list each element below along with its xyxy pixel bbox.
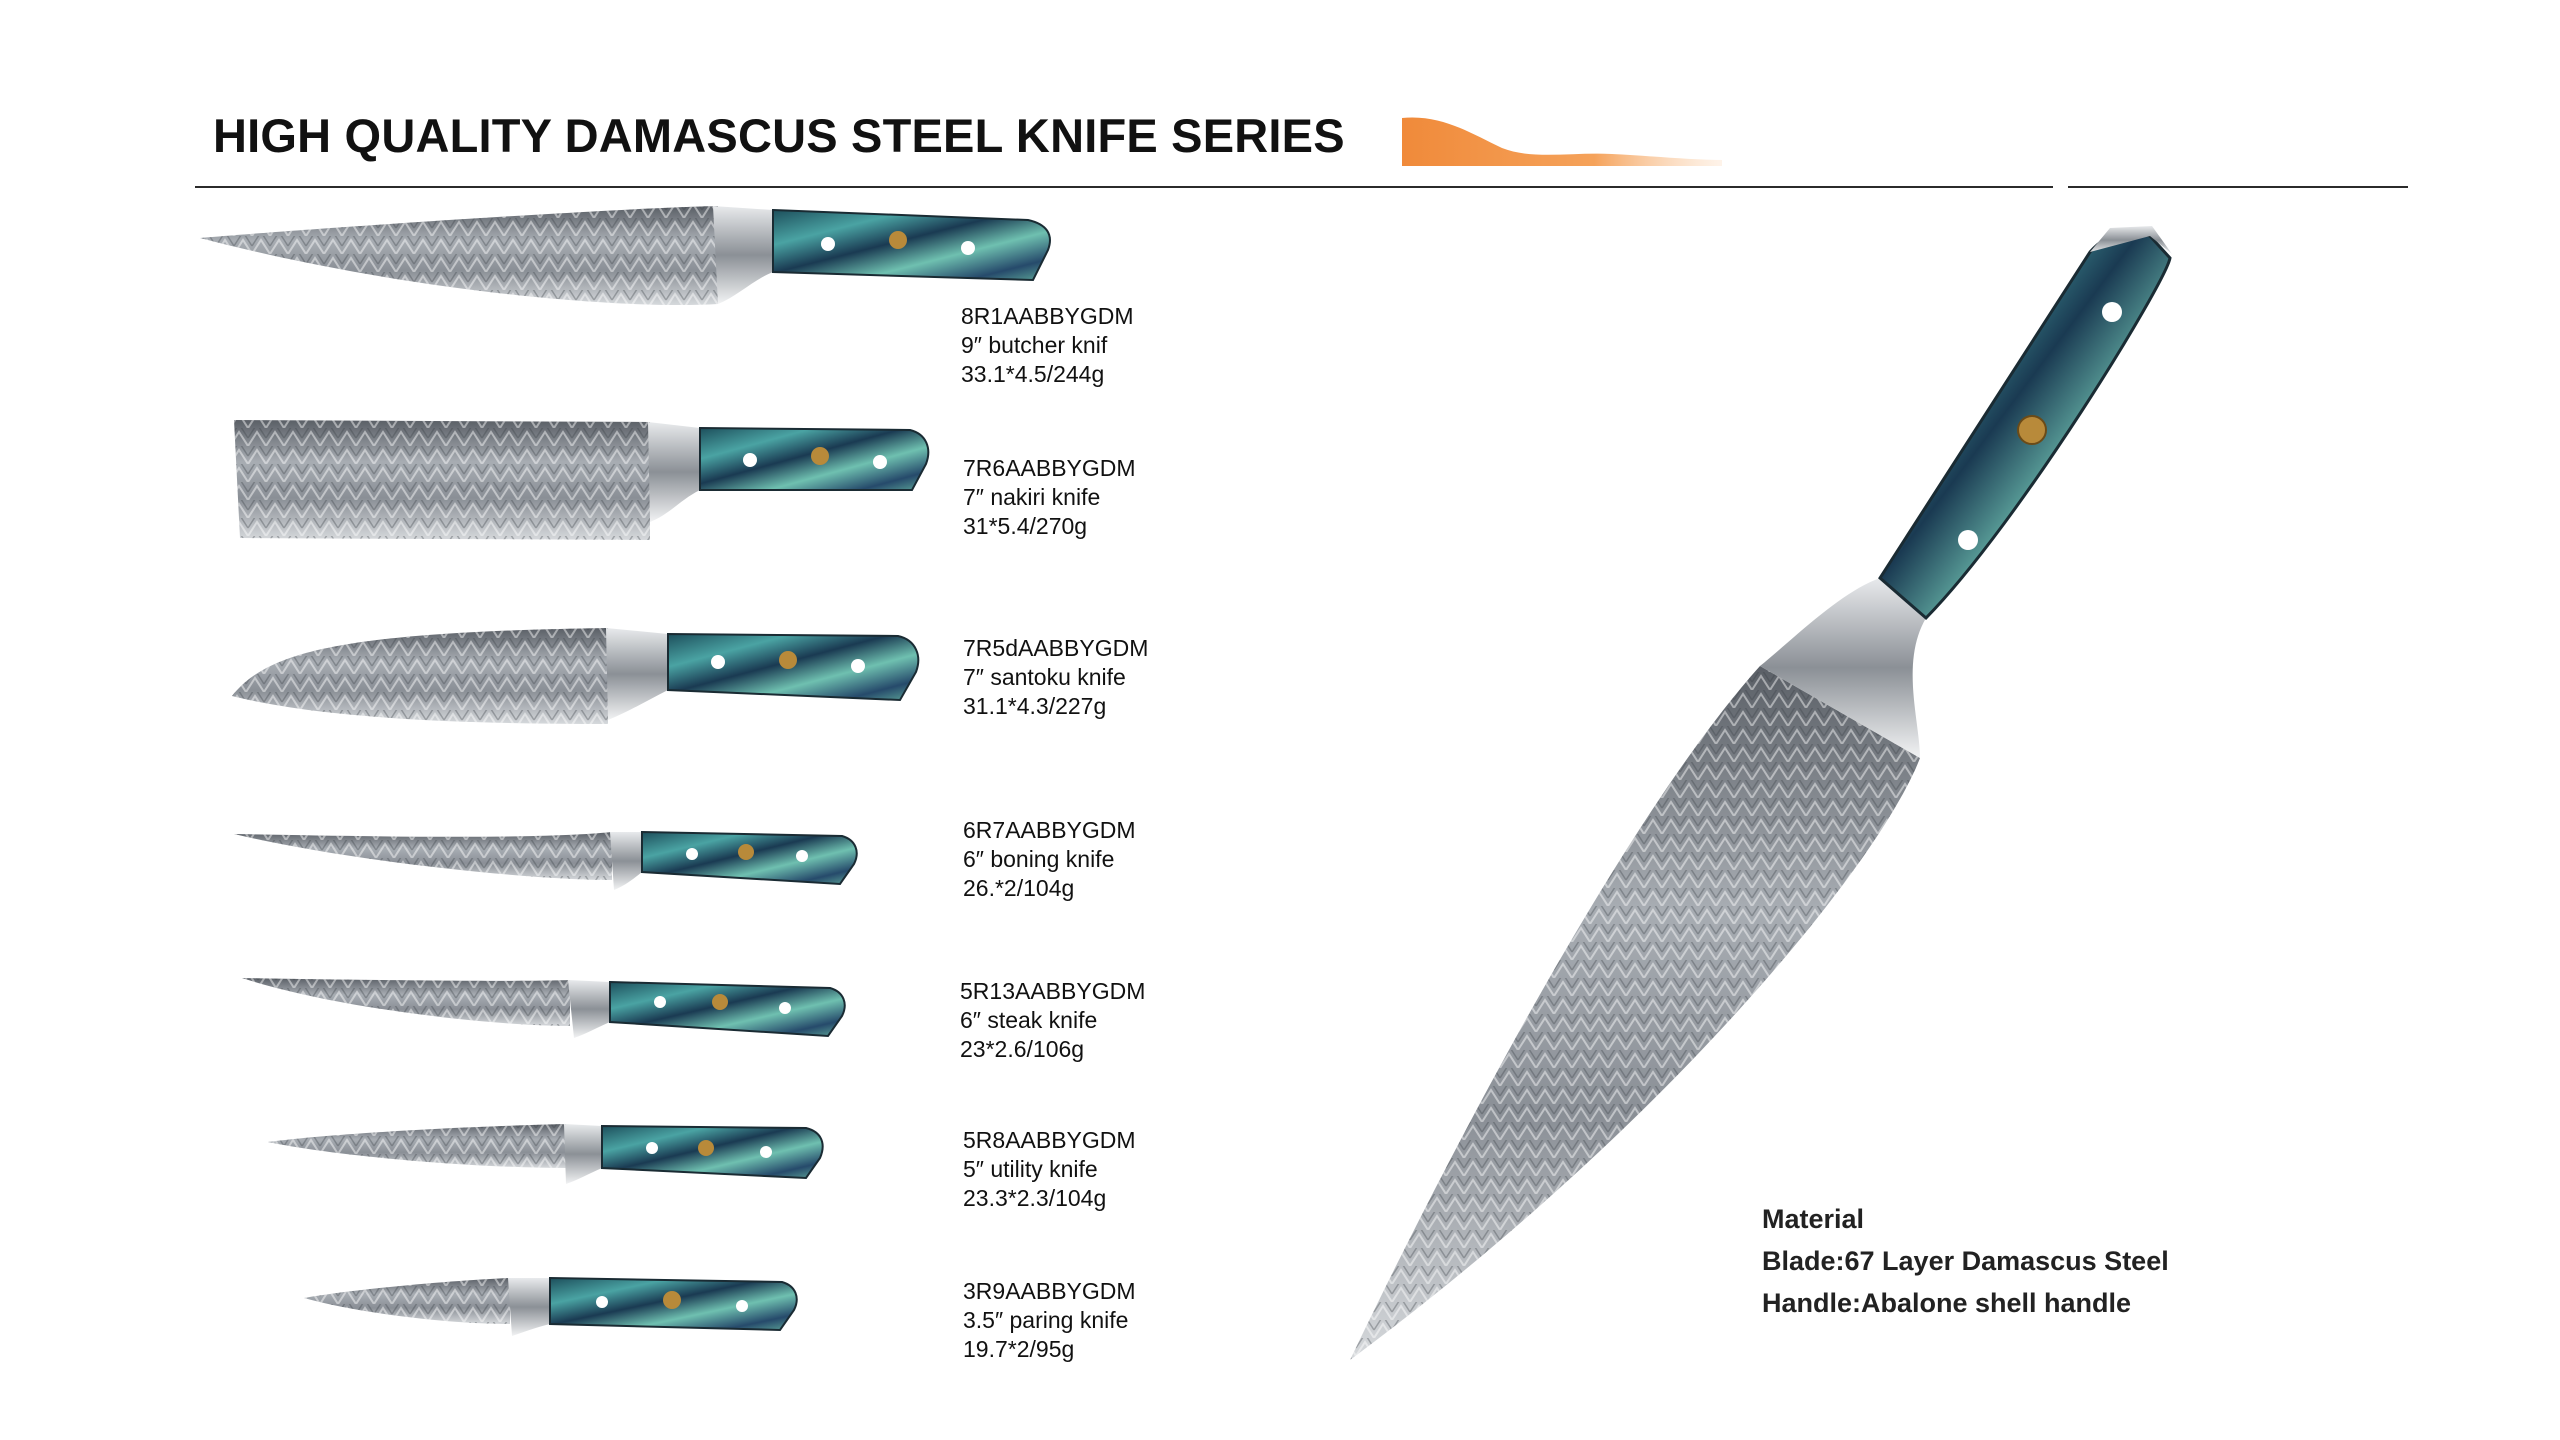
product-code: 6R7AABBYGDM bbox=[963, 817, 1136, 843]
material-handle: Handle:Abalone shell handle bbox=[1762, 1288, 2132, 1318]
product-code: 5R13AABBYGDM bbox=[960, 978, 1146, 1004]
product-dimensions: 33.1*4.5/244g bbox=[961, 361, 1105, 387]
product-code: 5R8AABBYGDM bbox=[963, 1127, 1136, 1153]
knife-spec-boning: 6R7AABBYGDM 6″ boning knife 26.*2/104g bbox=[963, 816, 1136, 903]
product-name: 6″ steak knife bbox=[960, 1007, 1098, 1033]
product-dimensions: 31.1*4.3/227g bbox=[963, 693, 1107, 719]
product-code: 7R6AABBYGDM bbox=[963, 455, 1136, 481]
butcher-knife-image bbox=[200, 206, 1051, 306]
product-code: 8R1AABBYGDM bbox=[961, 303, 1134, 329]
product-name: 6″ boning knife bbox=[963, 846, 1115, 872]
knife-spec-steak: 5R13AABBYGDM 6″ steak knife 23*2.6/106g bbox=[960, 977, 1145, 1064]
santoku-knife-image bbox=[232, 628, 920, 724]
header-rule bbox=[195, 186, 2053, 188]
product-dimensions: 26.*2/104g bbox=[963, 875, 1075, 901]
product-name: 3.5″ paring knife bbox=[963, 1307, 1129, 1333]
paring-knife-image bbox=[304, 1276, 798, 1336]
product-code: 3R9AABBYGDM bbox=[963, 1278, 1136, 1304]
product-name: 7″ santoku knife bbox=[963, 664, 1126, 690]
product-name: 5″ utility knife bbox=[963, 1156, 1098, 1182]
title-wave-decoration bbox=[1402, 117, 1722, 166]
product-code: 7R5dAABBYGDM bbox=[963, 635, 1149, 661]
boning-knife-image bbox=[234, 830, 858, 890]
material-info: Material Blade:67 Layer Damascus Steel H… bbox=[1762, 1198, 2169, 1324]
product-name: 7″ nakiri knife bbox=[963, 484, 1101, 510]
product-dimensions: 23.3*2.3/104g bbox=[963, 1185, 1107, 1211]
steak-knife-image bbox=[242, 978, 846, 1038]
material-heading: Material bbox=[1762, 1204, 1865, 1234]
knife-spec-santoku: 7R5dAABBYGDM 7″ santoku knife 31.1*4.3/2… bbox=[963, 634, 1148, 721]
header-rule-right bbox=[2068, 186, 2408, 188]
knife-spec-butcher: 8R1AABBYGDM 9″ butcher knif 33.1*4.5/244… bbox=[961, 302, 1134, 389]
hero-chef-knife-image bbox=[1350, 226, 2172, 1360]
product-name: 9″ butcher knif bbox=[961, 332, 1108, 358]
product-dimensions: 23*2.6/106g bbox=[960, 1036, 1085, 1062]
material-blade: Blade:67 Layer Damascus Steel bbox=[1762, 1246, 2169, 1276]
product-dimensions: 31*5.4/270g bbox=[963, 513, 1088, 539]
product-dimensions: 19.7*2/95g bbox=[963, 1336, 1075, 1362]
knife-spec-paring: 3R9AABBYGDM 3.5″ paring knife 19.7*2/95g bbox=[963, 1277, 1136, 1364]
nakiri-knife-image bbox=[234, 420, 930, 540]
utility-knife-image bbox=[268, 1124, 824, 1184]
knife-spec-nakiri: 7R6AABBYGDM 7″ nakiri knife 31*5.4/270g bbox=[963, 454, 1136, 541]
knife-spec-utility: 5R8AABBYGDM 5″ utility knife 23.3*2.3/10… bbox=[963, 1126, 1136, 1213]
page-title: HIGH QUALITY DAMASCUS STEEL KNIFE SERIES bbox=[213, 109, 1345, 162]
